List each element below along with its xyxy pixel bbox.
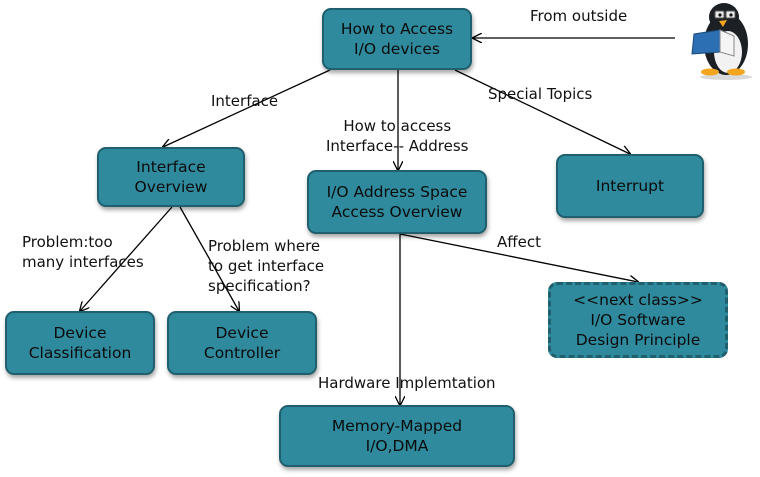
node-text: How to Access [340, 20, 454, 38]
node-text: Interrupt [595, 177, 665, 195]
node-text: I/O Address Space [326, 183, 468, 201]
node-text: Interface [136, 158, 206, 176]
node-text: I/O Software [590, 311, 686, 329]
node-memory-mapped-dma: Memory-Mapped I/O,DMA [279, 405, 515, 467]
label-affect: Affect [497, 233, 541, 251]
node-device-classification: Device Classification [5, 311, 155, 375]
node-how-to-access-io: How to Access I/O devices [322, 8, 472, 70]
node-text: I/O devices [354, 40, 440, 58]
node-device-controller: Device Controller [167, 311, 317, 375]
edge-root-interrupt [454, 69, 630, 154]
label-problem-where: Problem where to get interface specifica… [208, 237, 325, 295]
edge-interface-classification [80, 206, 173, 311]
node-text: Design Principle [575, 331, 701, 349]
node-text: Device [215, 324, 269, 342]
node-text: Overview [134, 178, 208, 196]
label-how-to-access: How to access Interface-- Address [326, 117, 469, 155]
edge-root-interface [163, 69, 331, 147]
node-interrupt: Interrupt [556, 154, 704, 218]
edge-address-next-class [399, 233, 638, 282]
node-next-class-io-software: <<next class>> I/O Software Design Princ… [548, 282, 728, 358]
node-text: Access Overview [331, 203, 463, 221]
penguin-reading-book-icon [691, 3, 752, 80]
label-special-topics: Special Topics [488, 85, 593, 103]
label-from-outside: From outside [530, 7, 628, 25]
label-interface: Interface [211, 92, 279, 110]
node-io-address-space: I/O Address Space Access Overview [307, 170, 487, 234]
node-text: I/O,DMA [365, 437, 429, 455]
node-text: Device [53, 324, 107, 342]
node-text: Memory-Mapped [331, 417, 463, 435]
node-text: Controller [203, 344, 281, 362]
label-problem-too-many: Problem:too many interfaces [22, 233, 144, 271]
node-text: Classification [28, 344, 132, 362]
edge-interface-controller [179, 206, 239, 311]
node-text: <<next class>> [573, 291, 703, 309]
node-interface-overview: Interface Overview [97, 147, 245, 207]
label-hardware-implementation: Hardware Implemtation [318, 374, 496, 392]
